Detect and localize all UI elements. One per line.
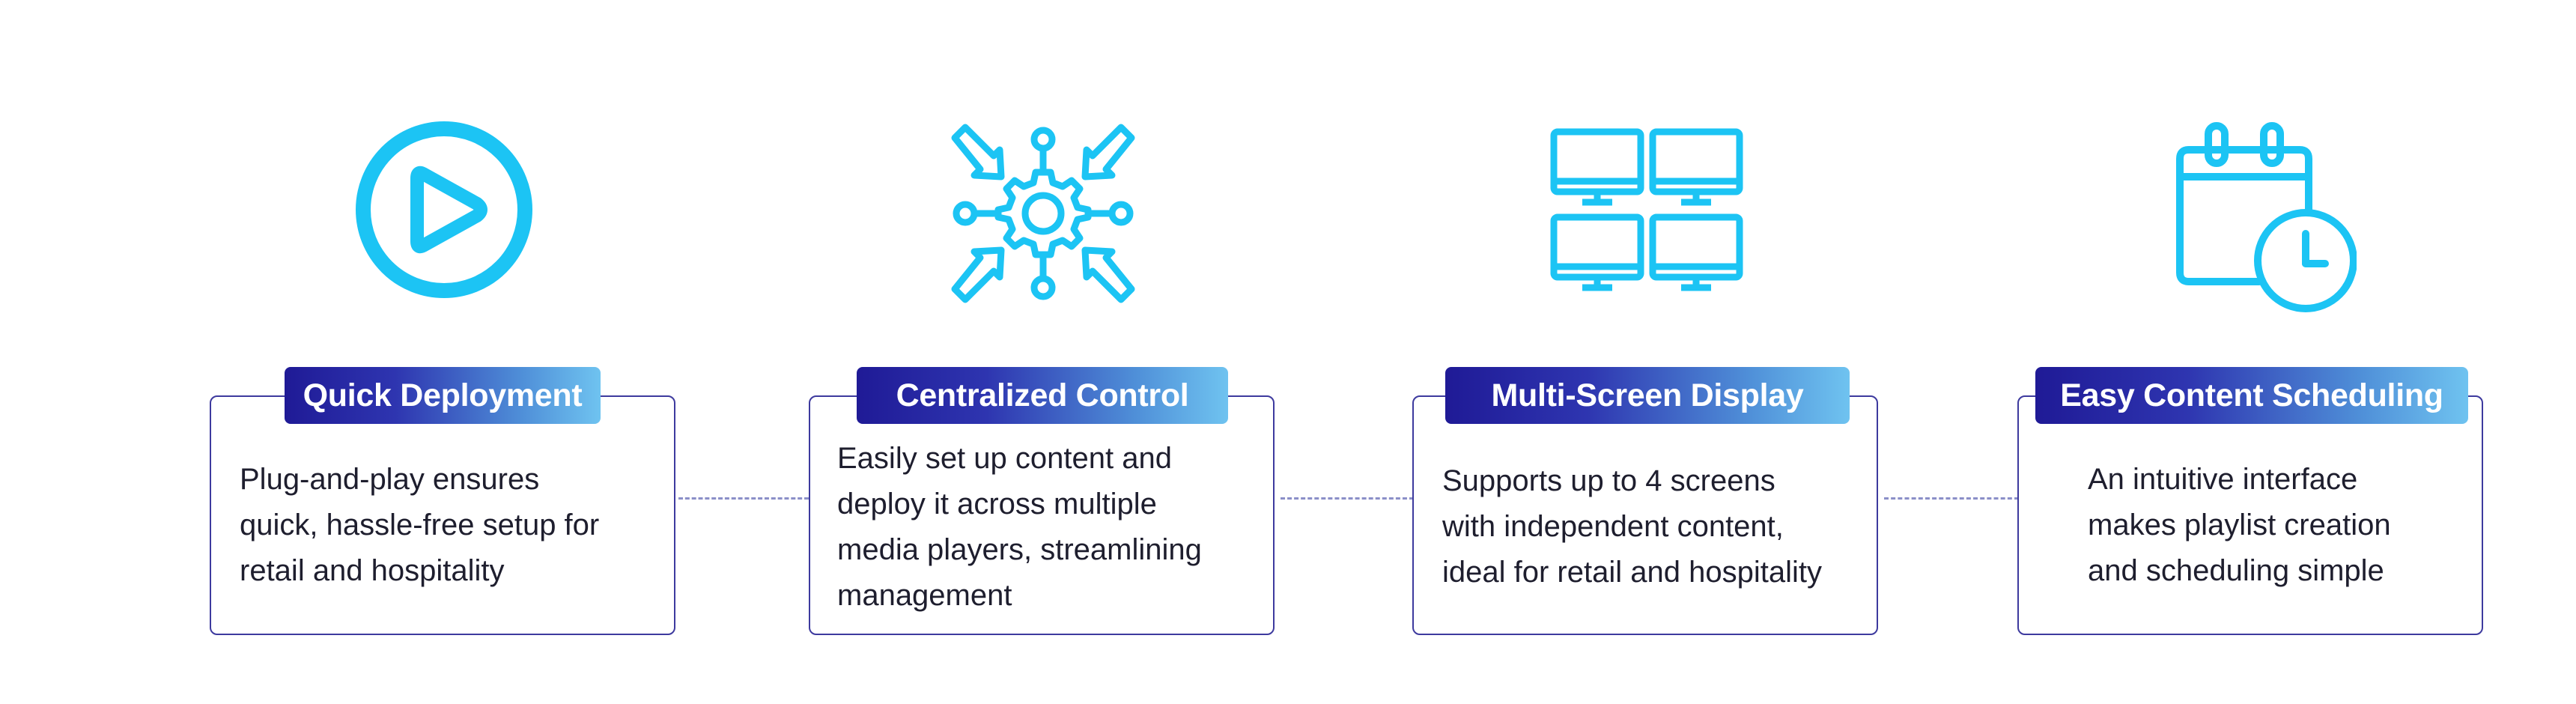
description-line: and scheduling simple bbox=[2088, 554, 2384, 587]
description-line: quick, hassle-free setup for bbox=[240, 509, 600, 541]
feature-description: Plug-and-play ensures quick, hassle-free… bbox=[240, 457, 599, 594]
description-line: makes playlist creation bbox=[2088, 509, 2391, 541]
feature-easy-content-scheduling: Easy Content Scheduling An intuitive int… bbox=[2017, 0, 2486, 704]
feature-centralized-control: Centralized Control Easily set up conten… bbox=[809, 0, 1278, 704]
feature-card bbox=[1412, 395, 1878, 635]
calendar-clock-icon bbox=[2147, 105, 2357, 315]
four-monitors-icon bbox=[1542, 105, 1752, 315]
feature-card bbox=[2017, 395, 2483, 635]
feature-description: An intuitive interface makes playlist cr… bbox=[2088, 457, 2391, 594]
connector-line-2 bbox=[1281, 497, 1414, 500]
description-line: management bbox=[837, 579, 1012, 612]
connector-line-1 bbox=[678, 497, 809, 500]
feature-card bbox=[210, 395, 675, 635]
feature-title: Quick Deployment bbox=[285, 367, 601, 424]
feature-card bbox=[809, 395, 1275, 635]
description-line: An intuitive interface bbox=[2088, 463, 2358, 496]
description-line: Plug-and-play ensures bbox=[240, 463, 540, 496]
play-circle-icon bbox=[339, 105, 549, 315]
feature-quick-deployment: Quick Deployment Plug-and-play ensures q… bbox=[210, 0, 678, 704]
feature-multi-screen-display: Multi-Screen Display Supports up to 4 sc… bbox=[1412, 0, 1881, 704]
feature-description: Supports up to 4 screens with independen… bbox=[1442, 458, 1822, 595]
description-line: with independent content, bbox=[1442, 510, 1784, 543]
description-line: deploy it across multiple bbox=[837, 488, 1157, 521]
description-line: Easily set up content and bbox=[837, 442, 1172, 475]
feature-title: Centralized Control bbox=[857, 367, 1228, 424]
description-line: media players, streamlining bbox=[837, 533, 1202, 566]
feature-title: Easy Content Scheduling bbox=[2035, 367, 2468, 424]
description-line: Supports up to 4 screens bbox=[1442, 464, 1775, 497]
description-line: retail and hospitality bbox=[240, 554, 505, 587]
feature-description: Easily set up content and deploy it acro… bbox=[837, 436, 1202, 619]
description-line: ideal for retail and hospitality bbox=[1442, 556, 1822, 589]
connector-line-3 bbox=[1884, 497, 2019, 500]
gear-network-icon bbox=[938, 105, 1148, 315]
feature-title: Multi-Screen Display bbox=[1445, 367, 1850, 424]
